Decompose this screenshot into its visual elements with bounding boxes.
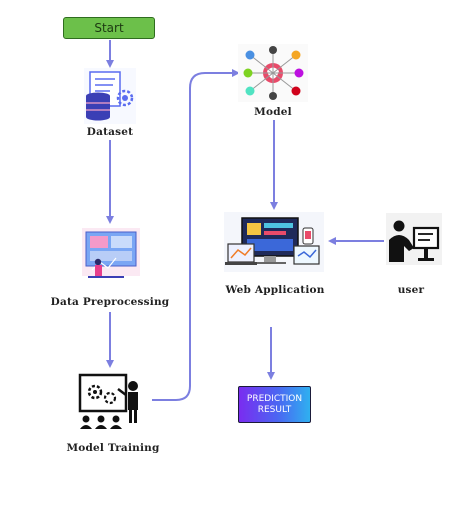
start-label: Start bbox=[94, 21, 124, 35]
start-node: Start bbox=[63, 17, 155, 39]
prediction-result-node: PREDICTION RESULT bbox=[238, 386, 311, 423]
dataset-label: Dataset bbox=[86, 126, 134, 138]
arrow-training-to-model bbox=[152, 69, 240, 401]
presentation-gears-icon bbox=[70, 369, 150, 435]
dashboard-person-icon bbox=[82, 228, 140, 278]
result-label-line1: PREDICTION bbox=[246, 393, 303, 404]
webapp-label: Web Application bbox=[225, 284, 325, 296]
brain-network-icon bbox=[238, 44, 308, 102]
model-label: Model bbox=[254, 106, 292, 118]
database-gear-icon bbox=[84, 68, 136, 124]
user-computer-icon bbox=[386, 213, 442, 265]
training-label: Model Training bbox=[66, 442, 160, 454]
user-label: user bbox=[397, 284, 425, 296]
preprocessing-label: Data Preprocessing bbox=[50, 296, 170, 308]
devices-icon bbox=[224, 212, 324, 272]
result-label-line2: RESULT bbox=[257, 404, 292, 415]
